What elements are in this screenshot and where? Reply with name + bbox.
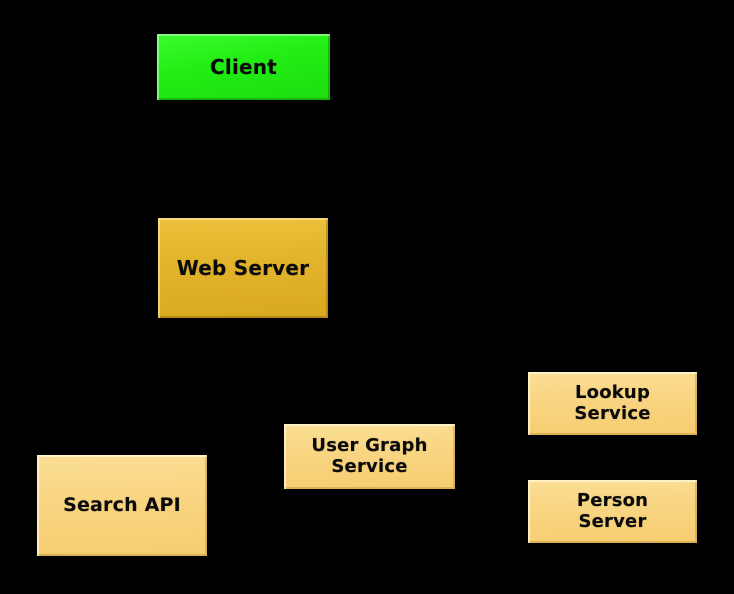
node-label-lookup-service: Lookup Service [574,382,651,424]
node-person-server[interactable]: Person Server [528,480,697,543]
node-label-search-api: Search API [63,493,181,516]
node-label-web-server: Web Server [176,255,310,280]
node-user-graph-service[interactable]: User Graph Service [284,424,455,489]
node-web-server[interactable]: Web Server [158,218,328,318]
node-label-user-graph-service: User Graph Service [311,435,428,477]
node-lookup-service[interactable]: Lookup Service [528,372,697,435]
node-search-api[interactable]: Search API [37,455,207,556]
node-label-client: Client [210,54,277,79]
node-label-person-server: Person Server [576,490,649,532]
node-client[interactable]: Client [157,34,330,100]
